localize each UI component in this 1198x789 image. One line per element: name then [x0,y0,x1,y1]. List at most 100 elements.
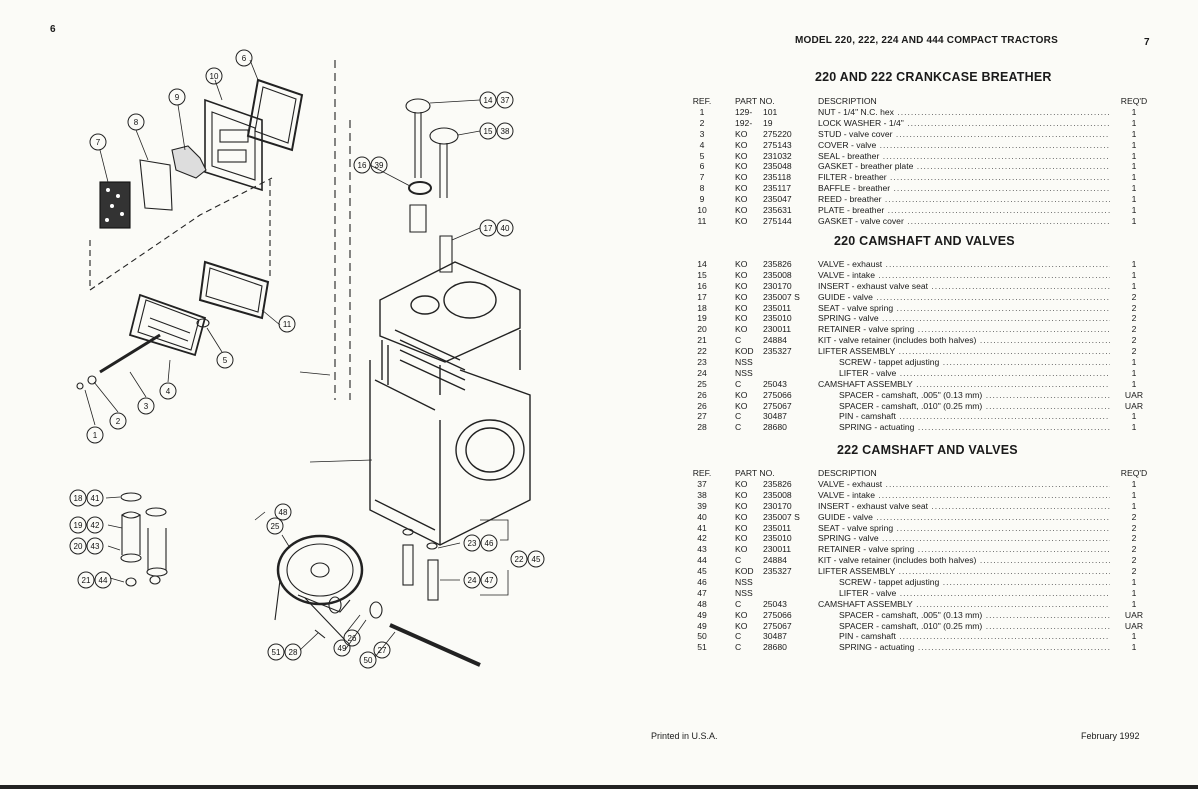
ref-number: 3 [699,128,705,139]
svg-text:3: 3 [144,402,149,411]
part-prefix: KO [735,291,748,302]
svg-text:28: 28 [289,648,298,657]
part-prefix: KO [735,269,748,280]
quantity-required: UAR [1124,400,1144,411]
part-description: SPACER - camshaft, .010" (0.25 mm) [839,401,1110,412]
ref-number: 20 [697,324,707,335]
svg-text:18: 18 [74,494,83,503]
part-description: VALVE - intake [818,270,1110,281]
part-prefix: KO [735,259,748,269]
part-number: 275066 [763,389,792,400]
left-page-number: 6 [50,24,56,35]
part-prefix: KO [735,389,748,400]
part-number: 25043 [763,378,787,389]
part-number: 235011 [763,302,792,313]
part-number: 235010 [763,313,792,324]
quantity-required: UAR [1124,389,1144,400]
part-description: SPACER - camshaft, .005" (0.13 mm) [839,390,1110,401]
part-description: KIT - valve retainer (includes both halv… [818,555,1110,566]
part-number: 235826 [763,259,792,269]
quantity-required: 2 [1131,522,1137,533]
callout-2: 2 [109,412,127,430]
part-description: VALVE - intake [818,490,1110,501]
svg-text:5: 5 [223,356,228,365]
part-number: 235047 [763,194,792,205]
ref-number: 38 [697,489,707,500]
ref-number: 28 [697,422,707,433]
part-description: SPACER - camshaft, .010" (0.25 mm) [839,621,1110,632]
svg-text:27: 27 [378,646,387,655]
part-prefix: KO [735,161,748,172]
ref-number: 15 [697,269,707,280]
part-number: 275143 [763,139,792,150]
ref-number: 2 [699,117,705,128]
quantity-required: 2 [1131,533,1137,544]
part-prefix: C [735,378,742,389]
ref-number: 51 [697,642,707,653]
quantity-required: 1 [1131,259,1137,269]
part-number: 235007 S [763,511,800,522]
part-prefix: KO [735,139,748,150]
description-header: DESCRIPTION [818,468,877,478]
ref-number: 48 [697,598,707,609]
quantity-required: 1 [1131,367,1137,378]
part-description: VALVE - exhaust [818,259,1110,270]
camshaft-pin-shape [389,623,481,667]
part-description: INSERT - exhaust valve seat [818,501,1110,512]
quantity-required: 2 [1131,335,1137,346]
quantity-required: 1 [1131,205,1137,216]
part-prefix: KO [735,544,748,555]
svg-text:10: 10 [210,72,219,81]
quantity-required: UAR [1124,609,1144,620]
ref-number: 45 [697,566,707,577]
quantity-required: 2 [1131,313,1137,324]
part-prefix: KO [735,172,748,183]
svg-text:42: 42 [91,521,100,530]
quantity-required: 2 [1131,346,1137,357]
svg-text:8: 8 [134,118,139,127]
ref-number: 40 [697,511,707,522]
quantity-required: 2 [1131,291,1137,302]
engine-block-shape [369,261,531,546]
callout-5: 5 [216,351,234,369]
part-description: SPRING - actuating [839,642,1110,653]
header-title: MODEL 220, 222, 224 AND 444 COMPACT TRAC… [795,35,1058,46]
valve-cover-shape [128,293,207,357]
breather-gasket-shape [246,78,304,152]
part-prefix: C [735,411,742,422]
part-prefix: KO [735,194,748,205]
part-prefix: C [735,555,742,566]
part-number: 19 [763,117,773,128]
part-prefix: C [735,598,742,609]
part-number: 235631 [763,205,792,216]
svg-text:39: 39 [375,161,384,170]
part-prefix: 192- [735,117,753,128]
part-description: SCREW - tappet adjusting [839,357,1110,368]
part-number: 235007 S [763,291,800,302]
scan-edge [0,785,1198,789]
ref-number: 10 [697,205,707,216]
part-number: 235826 [763,479,792,489]
part-description: CAMSHAFT ASSEMBLY [818,599,1110,610]
part-description: GUIDE - valve [818,292,1110,303]
quantity-required: 1 [1131,183,1137,194]
required-header: REQ'D [1120,96,1148,106]
quantity-required: 1 [1131,139,1137,150]
quantity-required: UAR [1124,620,1144,631]
svg-text:15: 15 [484,127,493,136]
svg-text:20: 20 [74,542,83,551]
part-description: INSERT - exhaust valve seat [818,281,1110,292]
part-number: 230170 [763,500,792,511]
valve-springs-shape [120,492,168,587]
part-number: 24884 [763,335,787,346]
svg-text:47: 47 [485,576,494,585]
part-number: 235117 [763,183,792,194]
callout-49: 49 [333,639,351,657]
quantity-required: 1 [1131,357,1137,368]
baffle-shape [139,159,173,211]
filter-shape [99,181,131,229]
